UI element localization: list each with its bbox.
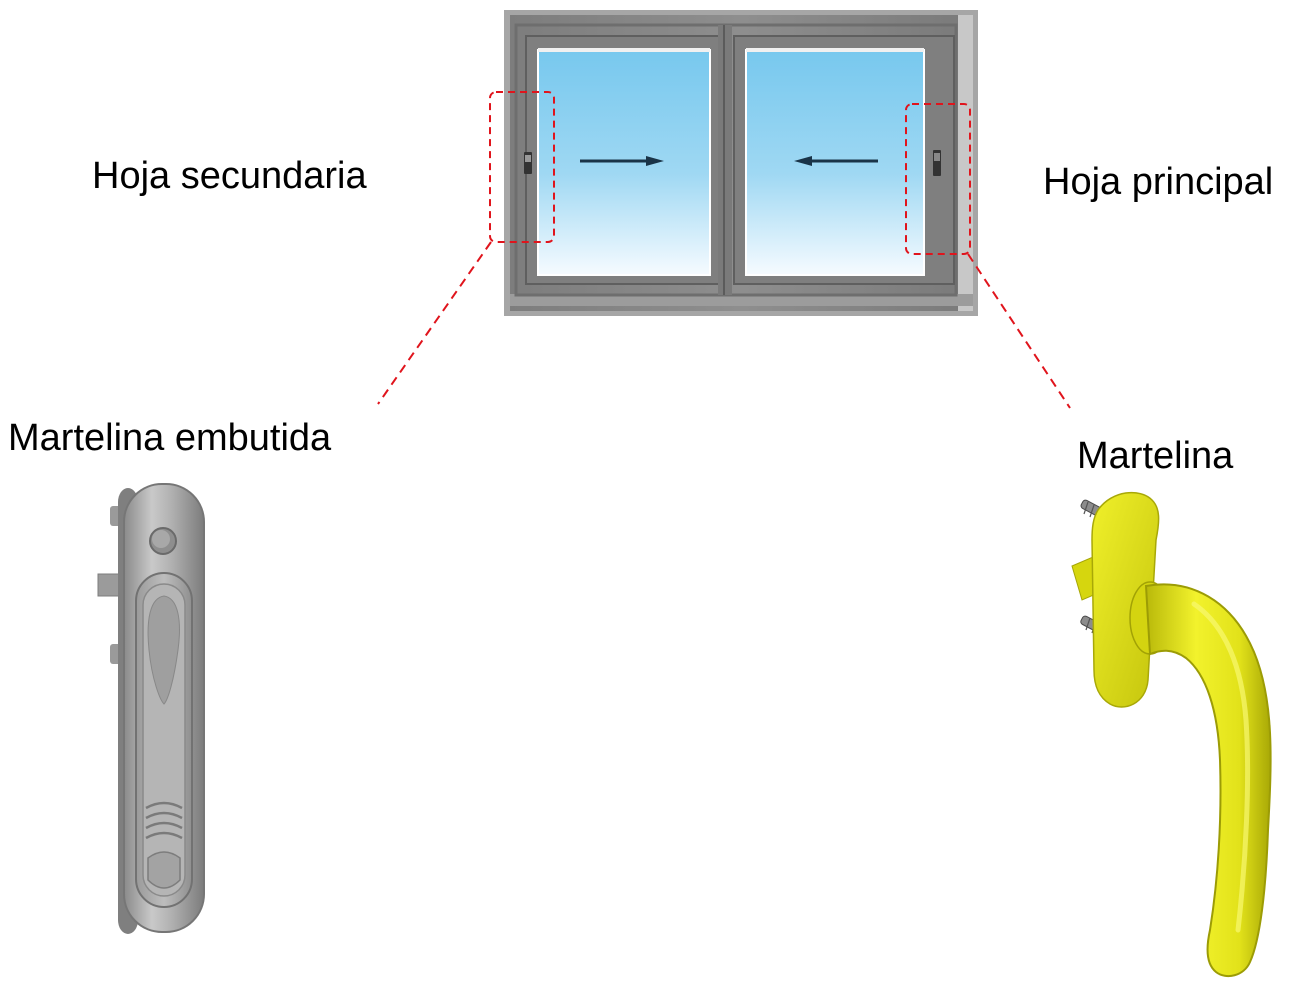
label-recessed-handle: Martelina embutida	[8, 417, 332, 459]
callout-secondary	[377, 91, 555, 405]
sliding-window-icon	[504, 10, 978, 316]
lever-handle-icon	[1071, 491, 1272, 978]
recessed-handle-icon	[97, 483, 205, 934]
label-handle: Martelina	[1077, 435, 1234, 477]
label-main-leaf: Hoja principal	[1043, 161, 1274, 203]
label-secondary-leaf: Hoja secundaria	[92, 155, 367, 197]
callout-main	[905, 103, 1071, 409]
